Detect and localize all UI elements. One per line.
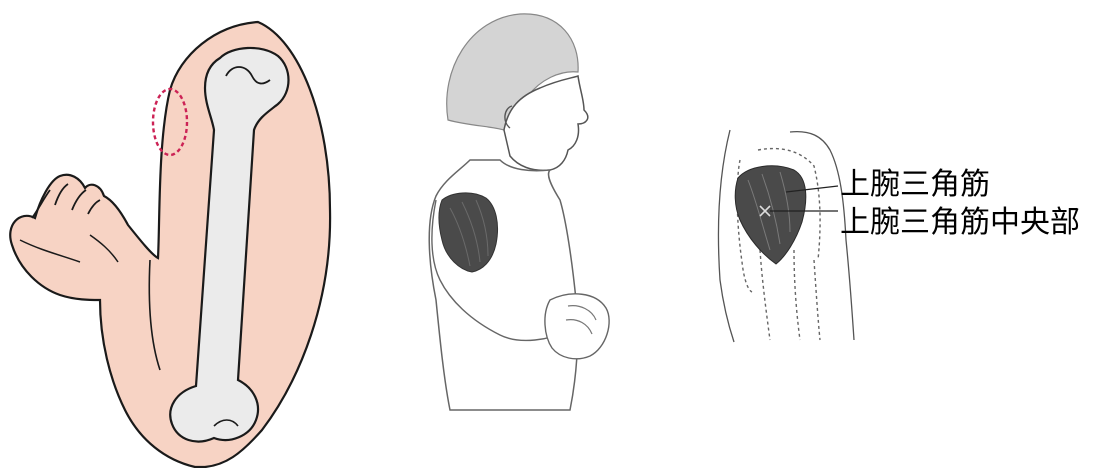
label-deltoid-center: 上腕三角筋中央部	[840, 205, 1080, 240]
label-deltoid: 上腕三角筋	[840, 167, 990, 202]
deltoid-closeup-diagram: 上腕三角筋 上腕三角筋中央部	[690, 0, 1106, 468]
deltoid-closeup: 上腕三角筋 上腕三角筋中央部	[690, 0, 1106, 468]
arm-bone-diagram	[0, 0, 340, 468]
closeup-deltoid-muscle	[735, 166, 806, 264]
child-figure	[400, 0, 660, 468]
arm-bone-illustration	[0, 0, 340, 468]
child-hands	[545, 294, 609, 359]
child-illustration	[400, 0, 660, 468]
